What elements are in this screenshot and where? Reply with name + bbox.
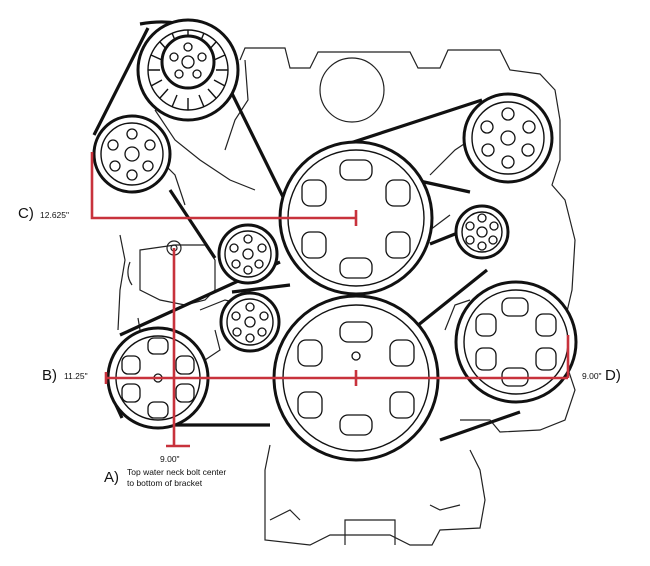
dimension-a-line	[166, 248, 190, 448]
dimension-c-line	[90, 152, 358, 226]
center-left-idler-pulley	[217, 223, 279, 285]
lower-right-accessory-pulley	[454, 280, 578, 404]
power-steering-pulley	[136, 18, 240, 122]
right-idler-pulley	[454, 204, 510, 260]
label-b-value: 11.25"	[64, 371, 88, 381]
dimension-bd-line	[104, 335, 570, 386]
upper-left-idler-pulley	[92, 114, 172, 194]
alternator-pulley	[462, 92, 554, 184]
label-d-letter: D)	[605, 367, 621, 384]
dimension-labels: C) 12.625" B) 11.25" 9.00" D) 9.00" A) T…	[18, 205, 621, 488]
label-c-letter: C)	[18, 205, 34, 222]
upper-left-belt	[92, 20, 290, 259]
label-a-value: 9.00"	[160, 454, 180, 464]
label-b-letter: B)	[42, 367, 57, 384]
label-c-value: 12.625"	[40, 210, 69, 220]
lower-left-idler-pulley	[219, 291, 281, 353]
pulleys	[92, 18, 578, 462]
label-d-value: 9.00"	[582, 371, 602, 381]
label-a-description-line1: Top water neck bolt center	[127, 467, 226, 477]
dimension-lines	[90, 152, 570, 448]
label-a-letter: A)	[104, 469, 119, 486]
label-a-description-line2: to bottom of bracket	[127, 478, 203, 488]
